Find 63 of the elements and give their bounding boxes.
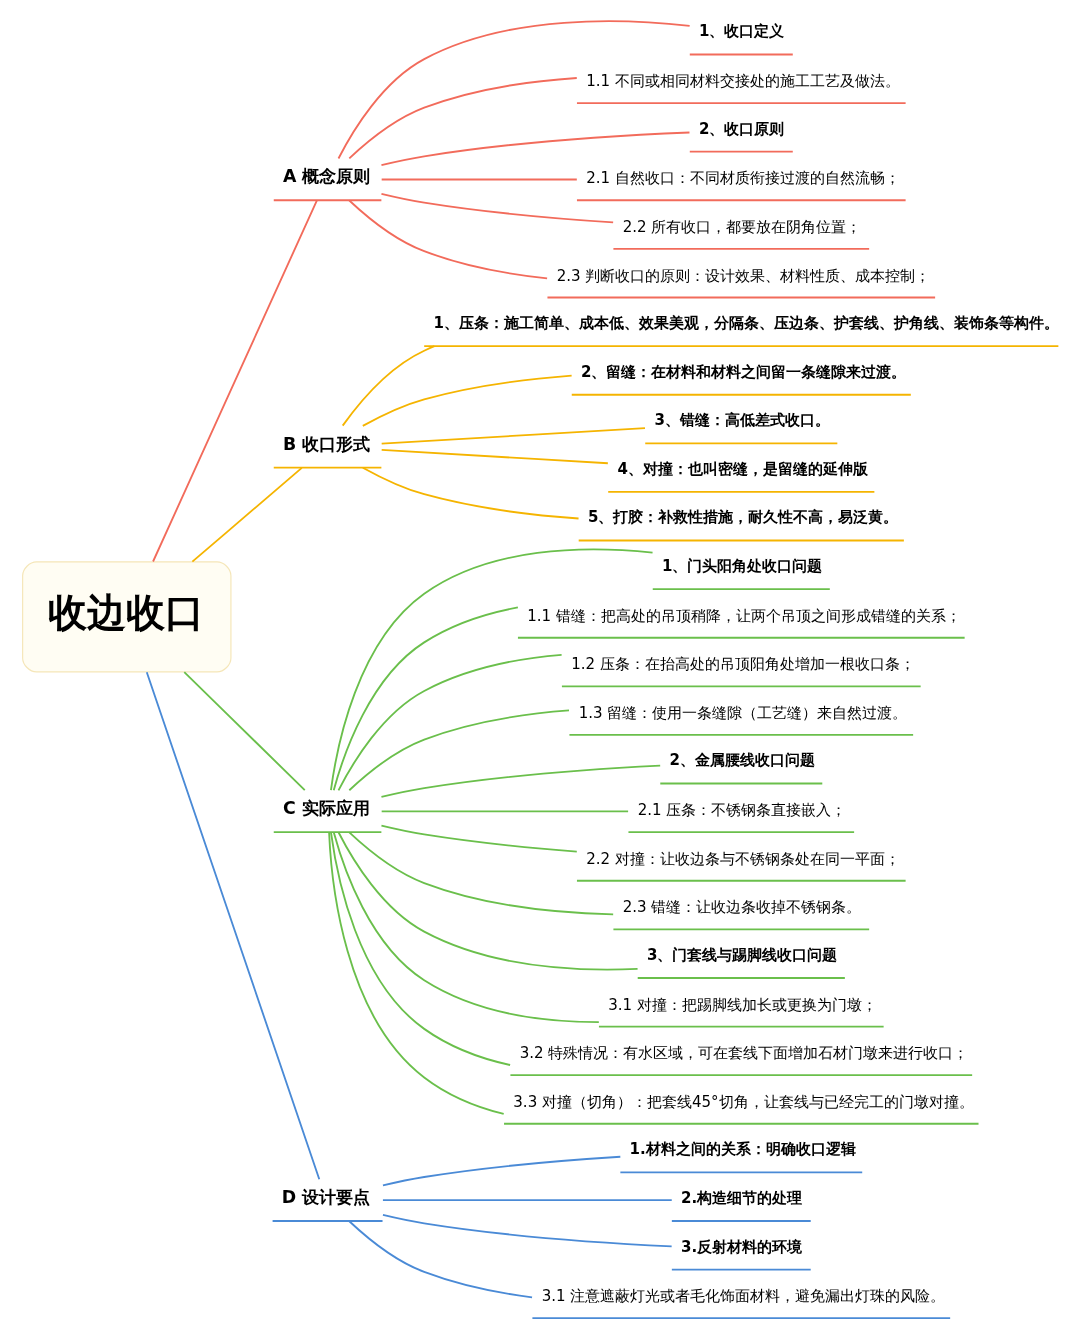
connector (380, 178, 578, 181)
connector (380, 448, 609, 465)
connector (381, 1199, 673, 1202)
node-text: 2.2 所有收口，都要放在阴角位置； (622, 217, 861, 236)
connector (380, 131, 690, 167)
connector (347, 709, 570, 792)
connector (381, 1213, 673, 1248)
node-text: 1、压条：施工简单、成本低、效果美观，分隔条、压边条、护套线、护角线、装饰条等构件。 (432, 314, 1059, 333)
connector (337, 20, 691, 160)
node-text: D 设计要点 (281, 1187, 370, 1208)
node-text: 3、错缝：高低差式收口。 (653, 411, 830, 430)
connector (380, 764, 661, 798)
connector (332, 606, 519, 792)
node-text: B 收口形式 (282, 433, 370, 454)
connector (347, 831, 614, 916)
node-text: 1.2 压条：在抬高处的吊顶阳角处增加一根收口条； (570, 655, 915, 674)
node-text: 3.1 注意遮蔽灯光或者毛化饰面材料，避免漏出灯珠的风险。 (541, 1287, 945, 1306)
node-text: 2、留缝：在材料和材料之间留一条缝隙来过渡。 (580, 362, 906, 381)
connector (337, 831, 638, 971)
node-text: 5、打胶：补救性措施，耐久性不高，易泛黄。 (587, 508, 898, 527)
connector (151, 199, 318, 563)
node-text: 1.3 留缝：使用一条缝隙（工艺缝）来自然过渡。 (578, 704, 907, 723)
node-text: 1.材料之间的关系：明确收口逻辑 (629, 1140, 856, 1159)
node-text: 2.1 自然收口：不同材质衔接过渡的自然流畅； (585, 169, 900, 188)
node-text: 3.1 对撞：把踢脚线加长或更换为门墩； (607, 995, 877, 1014)
connector (145, 671, 320, 1181)
node-text: C 实际应用 (282, 798, 370, 819)
node-text: 2.1 压条：不锈钢条直接嵌入； (637, 801, 846, 820)
node-text: 2、金属腰线收口问题 (669, 751, 815, 770)
connector (361, 466, 579, 520)
node-text: 2、收口原则 (698, 119, 785, 138)
connector (190, 466, 303, 563)
node-text: A 概念原则 (282, 166, 370, 187)
connector (329, 831, 511, 1066)
node-text: 1、收口定义 (698, 22, 785, 41)
node-text: 3.2 特殊情况：有水区域，可在套线下面增加石材门墩来进行收口； (519, 1044, 968, 1063)
connector (182, 671, 306, 792)
connector (347, 199, 548, 280)
connector (327, 831, 505, 1115)
node-text: 1、门头阳角处收口问题 (661, 557, 822, 576)
node-text: 1.1 不同或相同材料交接处的施工工艺及做法。 (585, 72, 900, 91)
node-text: 4、对撞：也叫密缝，是留缝的延伸版 (616, 459, 868, 478)
node-text: 3、门套线与踢脚线收口问题 (646, 945, 837, 964)
connector (347, 1220, 533, 1299)
connector (332, 831, 600, 1024)
connector (380, 824, 578, 853)
connector (337, 653, 563, 792)
node-text: 2.3 判断收口的原则：设计效果、材料性质、成本控制； (556, 266, 930, 285)
connector (341, 345, 435, 427)
connector (329, 548, 653, 792)
connector (380, 810, 629, 813)
node-text: 2.3 错缝：让收边条收掉不锈钢条。 (622, 898, 861, 917)
connector (380, 192, 614, 224)
node-text: 3.3 对撞（切角）：把套线45°切角，让套线与已经完工的门墩对撞。 (512, 1092, 974, 1111)
connector (381, 1155, 621, 1187)
connector (361, 374, 573, 427)
node-box: 收边收口 (21, 561, 231, 673)
node-text: 2.2 对撞：让收边条与不锈钢条处在同一平面； (585, 849, 900, 868)
node-text: 3.反射材料的环境 (680, 1237, 802, 1256)
connector (347, 77, 578, 160)
connector (380, 427, 646, 445)
node-text: 2.构造细节的处理 (680, 1188, 802, 1207)
node-text: 1.1 错缝：把高处的吊顶稍降，让两个吊顶之间形成错缝的关系； (526, 606, 961, 625)
